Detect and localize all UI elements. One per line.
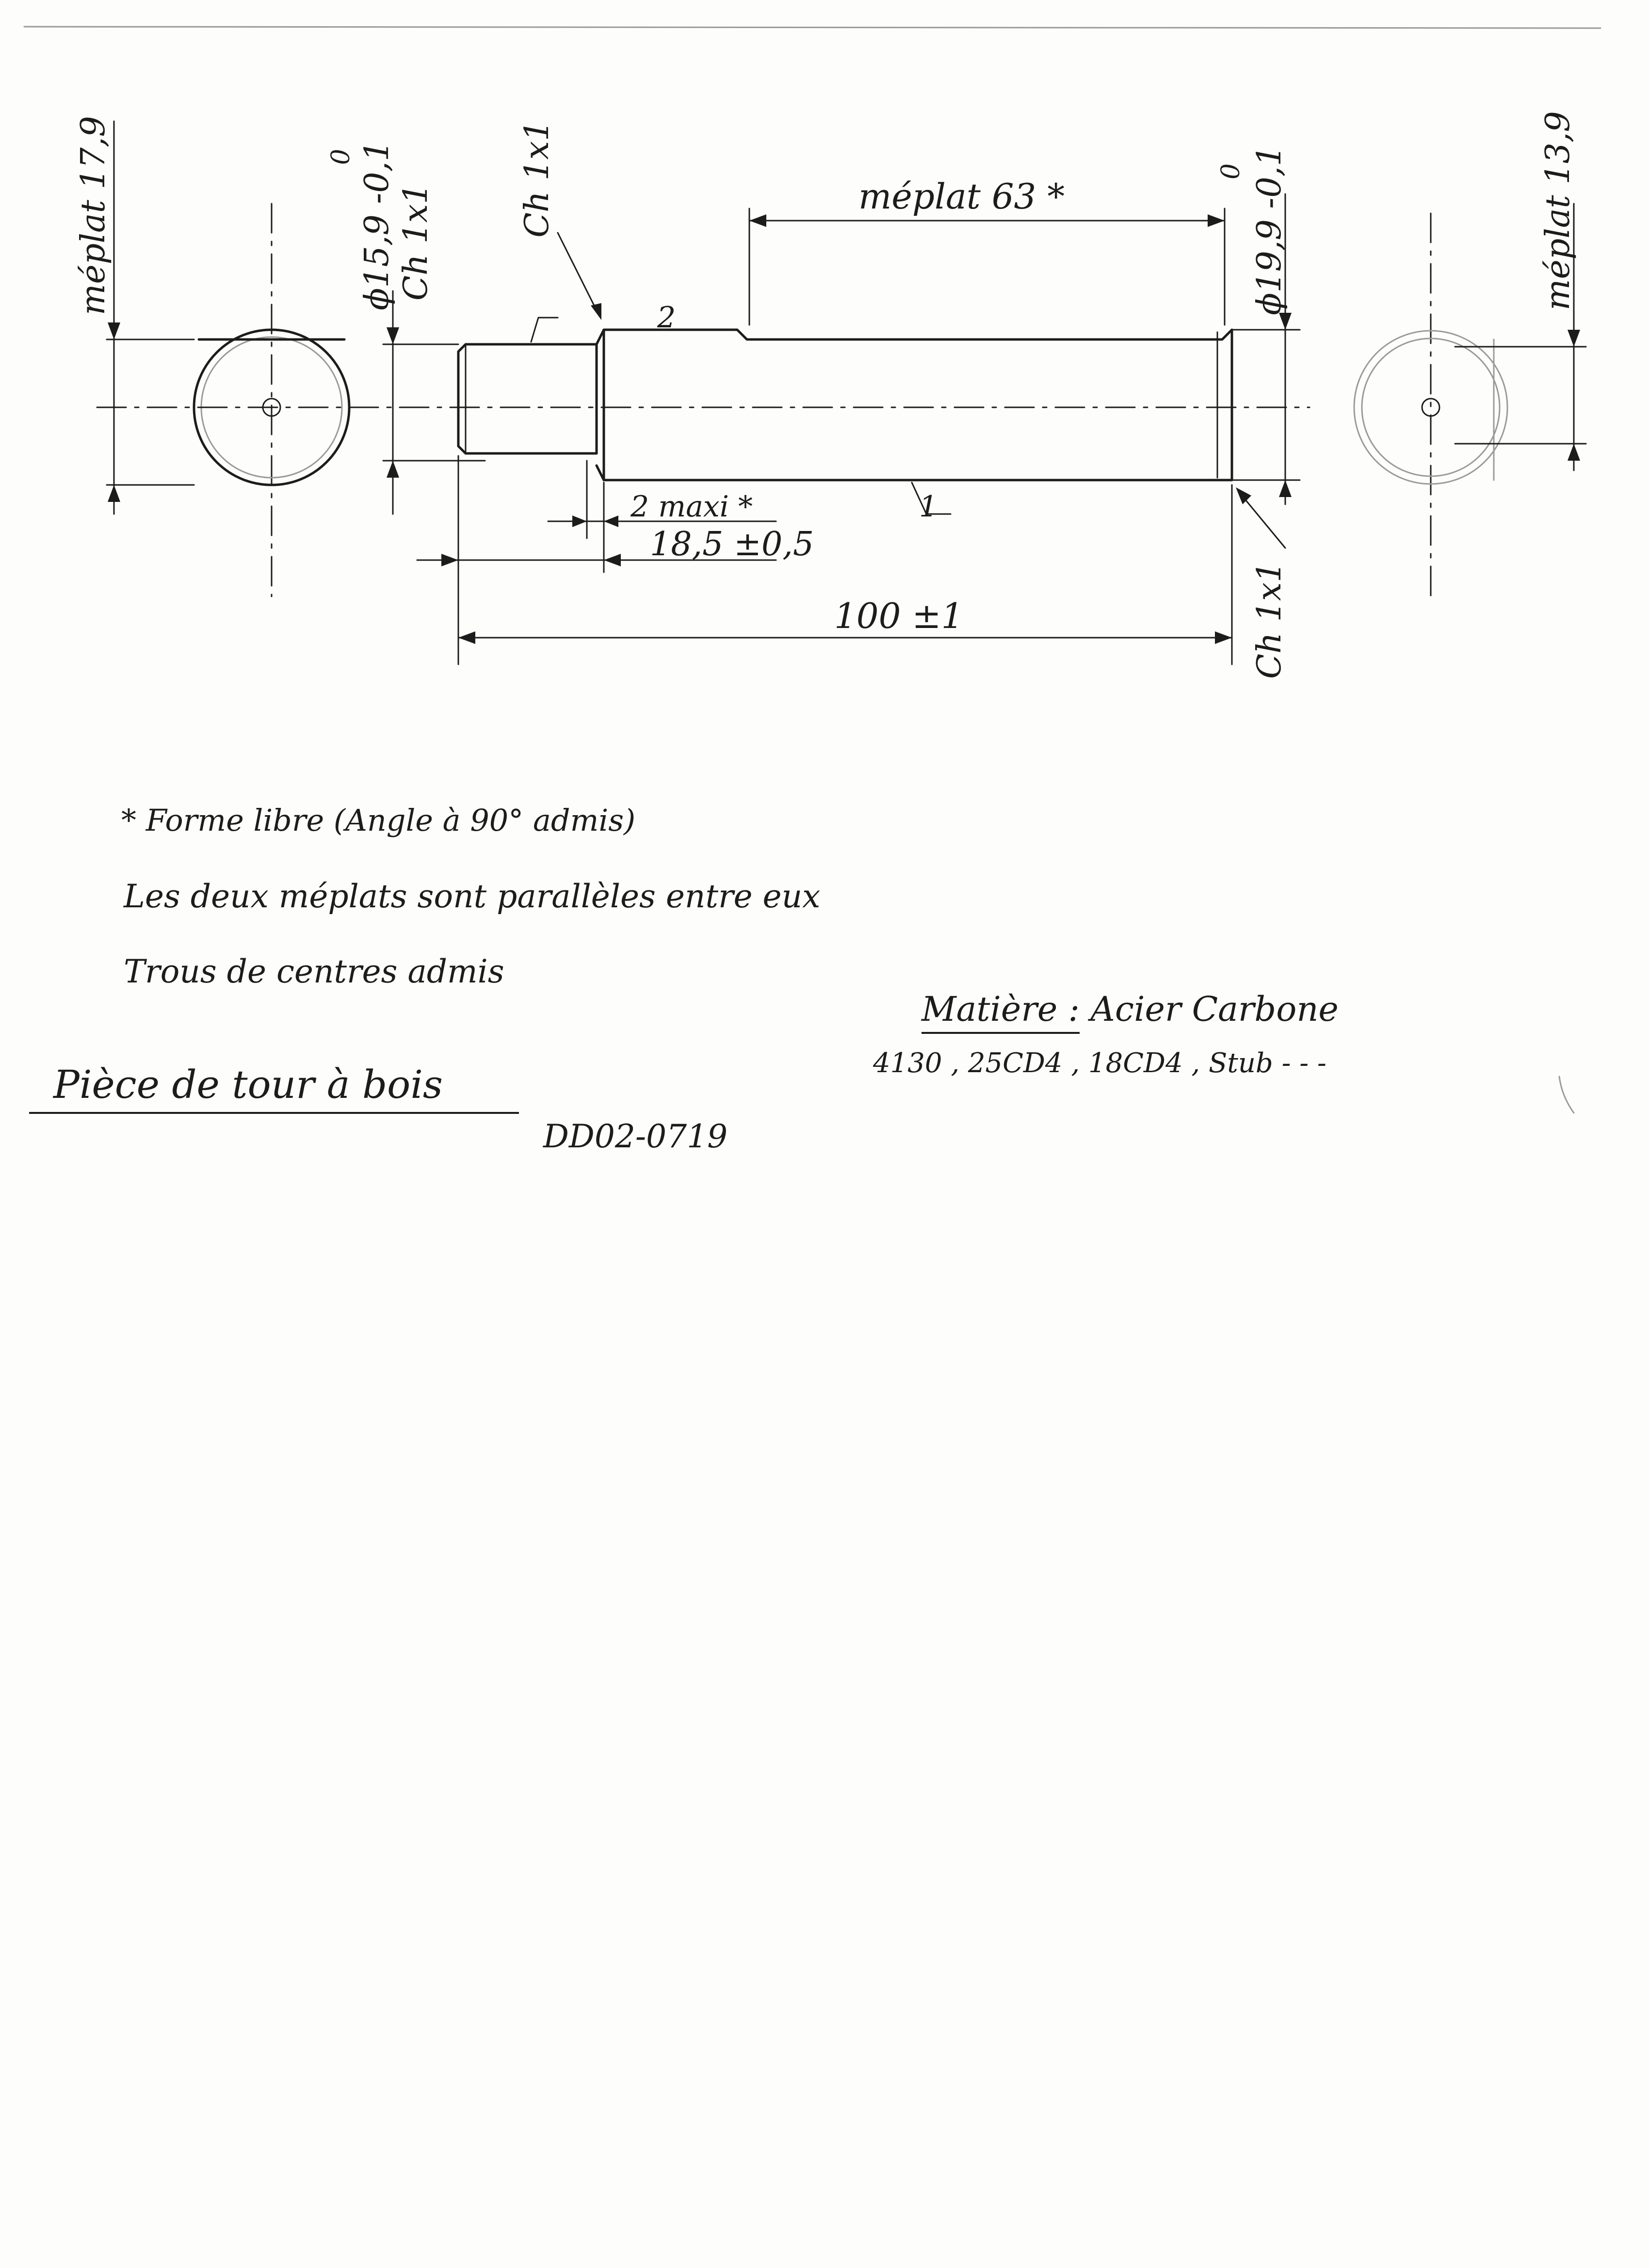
shoulder-chamfer-arrow: [591, 303, 601, 320]
material-grades: 4130 , 25CD4 , 18CD4 , Stub - - -: [873, 1047, 1326, 1079]
large-section-outline: [602, 328, 1233, 482]
large-chamfer-arrow: [1236, 487, 1251, 504]
left-end-view: méplat 17,9: [74, 116, 351, 597]
step-arrow-right: [604, 554, 621, 566]
roughness-mark-bottom: [911, 482, 952, 515]
right-center-hole: [1421, 398, 1440, 417]
shoulder-chamfer-label: Ch 1x1: [518, 120, 556, 238]
large-dia-tol-upper: 0: [1216, 163, 1245, 179]
right-outer-circle: [1353, 330, 1508, 485]
flat63-arrow-right: [1208, 214, 1225, 227]
large-dia-label: ϕ19,9 -0,1: [1250, 145, 1289, 316]
note-flats-parallel: Les deux méplats sont parallèles entre e…: [124, 878, 821, 915]
small-dia-arrow-top: [387, 327, 399, 344]
note-free-form: * Forme libre (Angle à 90° admis): [121, 803, 636, 838]
material-label: Matière :: [922, 989, 1080, 1034]
shoulder-width-label: 2 maxi *: [630, 490, 753, 524]
material-block: Matière : Acier Carbone: [922, 989, 1339, 1034]
shaft-side-view: ϕ15,9 -0,1 0 Ch 1x1 Ch 1x1 2 1 méplat 63…: [96, 120, 1310, 679]
page-top-edge: [23, 26, 1601, 29]
small-dia-arrow-bottom: [387, 461, 399, 478]
material-value: Acier Carbone: [1090, 989, 1339, 1029]
left-flat-arrow-bottom: [108, 485, 120, 502]
small-dia-tol-upper: 0: [326, 149, 356, 165]
shoulder-outline: [595, 328, 605, 482]
total-length-label: 100 ±1: [834, 595, 963, 636]
total-arrow-right: [1215, 631, 1232, 644]
right-flat-label: méplat 13,9: [1539, 111, 1577, 310]
right-end-view: méplat 13,9: [1353, 111, 1587, 597]
flat63-arrow-left: [749, 214, 766, 227]
left-flat-arrow-top: [108, 322, 120, 339]
step-length-label: 18,5 ±0,5: [650, 525, 814, 563]
shoulder-chamfer-leader: [557, 232, 600, 316]
small-dia-label: ϕ15,9 -0,1: [358, 141, 396, 311]
large-dia-arrow-bottom: [1279, 480, 1292, 497]
right-flat-arrow-bottom: [1568, 444, 1580, 461]
shoulder-arrow-right: [604, 515, 618, 527]
drawing-ref: DD02-0719: [543, 1118, 728, 1155]
right-flat-arrow-top: [1568, 330, 1580, 347]
roughness-mark-top-small: [530, 317, 559, 343]
small-end-chamfer-label: Ch 1x1: [397, 183, 435, 301]
roughness-1-label: 1: [919, 490, 938, 524]
step-arrow-left: [441, 554, 458, 566]
shoulder-arrow-left: [572, 515, 587, 527]
right-inner-circle: [1361, 338, 1501, 477]
large-chamfer-leader: [1238, 491, 1286, 549]
part-title: Pièce de tour à bois: [29, 1062, 519, 1114]
total-arrow-left: [458, 631, 475, 644]
roughness-2-label: 2: [657, 301, 676, 335]
note-center-holes: Trous de centres admis: [124, 953, 504, 990]
large-dia-arrow-top: [1279, 313, 1292, 330]
flat63-label: méplat 63 *: [858, 176, 1065, 217]
left-flat-label: méplat 17,9: [74, 116, 113, 315]
margin-pencil-mark: [1558, 1076, 1575, 1114]
large-chamfer-label: Ch 1x1: [1250, 562, 1289, 679]
small-section-outline: [457, 343, 598, 455]
